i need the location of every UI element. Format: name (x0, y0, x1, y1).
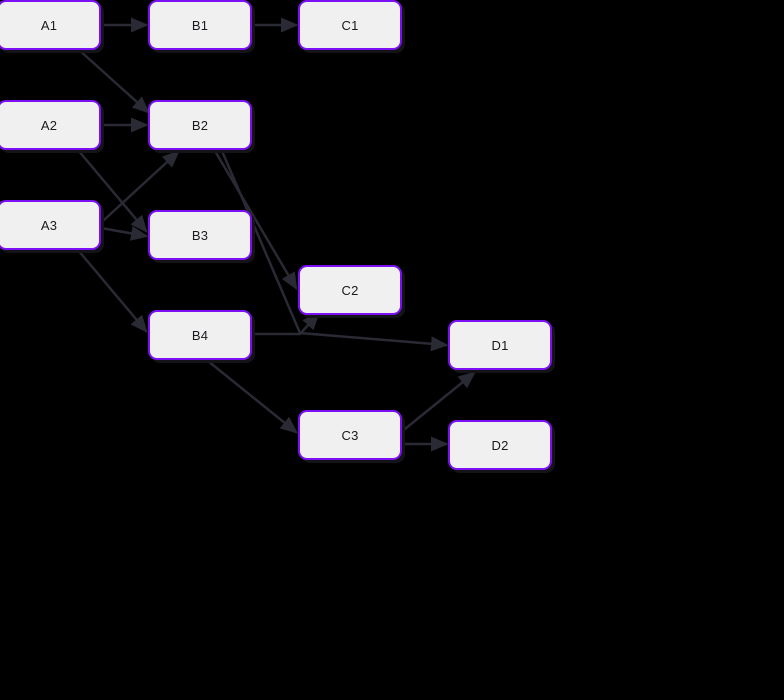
node-label: A1 (40, 17, 58, 33)
node-d1[interactable]: D1 (448, 320, 552, 370)
node-label: B4 (191, 327, 209, 343)
node-label: D2 (491, 437, 509, 453)
node-label: B3 (191, 227, 209, 243)
node-b1[interactable]: B1 (148, 0, 252, 50)
node-a3[interactable]: A3 (0, 200, 101, 250)
node-a1[interactable]: A1 (0, 0, 101, 50)
node-c3[interactable]: C3 (298, 410, 402, 460)
node-label: C3 (341, 427, 359, 443)
edges-group (76, 17, 476, 452)
edge-a3-b4 (76, 248, 148, 333)
node-label: D1 (491, 337, 509, 353)
node-a2[interactable]: A2 (0, 100, 101, 150)
edge-b4-c2 (250, 312, 320, 336)
node-label: C2 (341, 282, 359, 298)
node-b3[interactable]: B3 (148, 210, 252, 260)
node-b4[interactable]: B4 (148, 310, 252, 360)
node-c1[interactable]: C1 (298, 0, 402, 50)
edge-b2-d1 (220, 149, 449, 352)
node-d2[interactable]: D2 (448, 420, 552, 470)
edge-b4-c3 (206, 359, 298, 434)
node-label: A3 (40, 217, 58, 233)
node-b2[interactable]: B2 (148, 100, 252, 150)
edge-a3-b3 (99, 225, 149, 241)
node-label: B2 (191, 117, 209, 133)
node-c2[interactable]: C2 (298, 265, 402, 315)
node-label: B1 (191, 17, 209, 33)
node-label: C1 (341, 17, 359, 33)
node-label: A2 (40, 117, 58, 133)
